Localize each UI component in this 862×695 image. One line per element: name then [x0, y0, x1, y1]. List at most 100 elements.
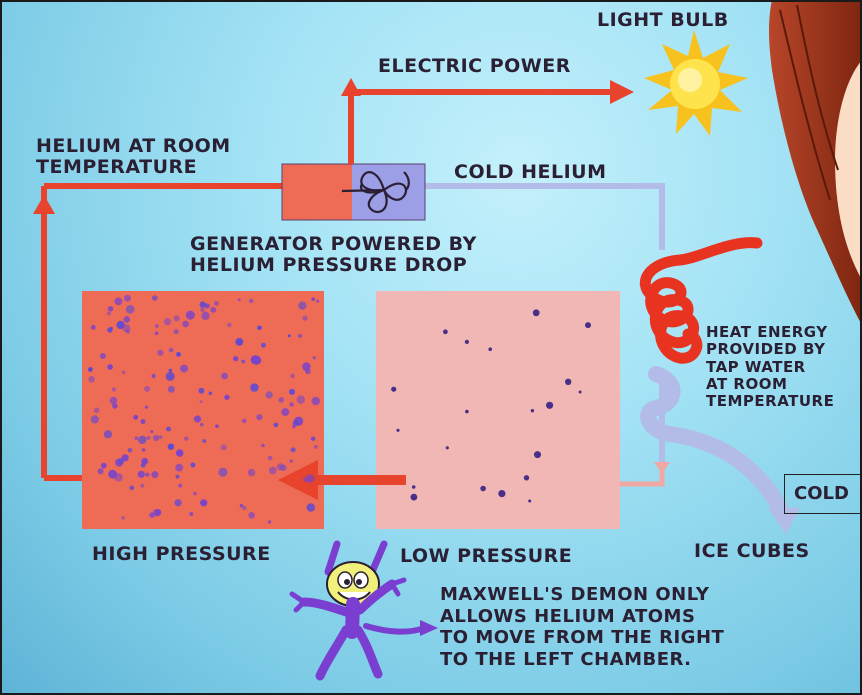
- helium-atom: [224, 394, 230, 400]
- helium-atom: [90, 415, 99, 424]
- maxwells-demon-icon: [289, 540, 438, 681]
- helium-atom: [144, 405, 149, 409]
- helium-atom: [199, 301, 206, 308]
- helium-atom: [227, 322, 232, 328]
- helium-atom: [248, 512, 255, 519]
- helium-atom: [129, 485, 135, 491]
- helium-atom: [310, 436, 316, 441]
- helium-atom: [121, 370, 126, 375]
- helium-atom: [297, 333, 302, 338]
- ice-arrowhead-icon: [768, 508, 800, 534]
- helium-atom: [141, 457, 149, 465]
- helium-atom: [289, 459, 293, 463]
- helium-atom: [146, 436, 151, 440]
- helium-atom: [99, 353, 106, 359]
- cold-helium-label: COLD HELIUM: [454, 161, 607, 183]
- helium-atom: [200, 499, 208, 507]
- demon-caption: MAXWELL'S DEMON ONLY ALLOWS HELIUM ATOMS…: [440, 584, 725, 670]
- helium-atom: [138, 435, 147, 445]
- helium-atom: [267, 455, 273, 461]
- helium-atom: [410, 493, 418, 501]
- helium-atom: [267, 520, 272, 524]
- helium-atom: [290, 447, 296, 453]
- helium-atom: [261, 443, 265, 448]
- helium-atom: [153, 434, 160, 442]
- character-hair: [769, 0, 862, 325]
- high-pressure-atoms: [88, 294, 320, 524]
- high-pressure-label: HIGH PRESSURE: [92, 543, 271, 565]
- left-arrowhead-icon: [278, 460, 318, 500]
- helium-atom: [233, 356, 239, 362]
- helium-atom: [276, 463, 284, 471]
- helium-atom: [220, 444, 227, 451]
- helium-atom: [166, 426, 171, 432]
- helium-atom: [480, 485, 486, 492]
- helium-atom: [235, 338, 244, 346]
- hot-helium-pipe-top: [41, 183, 282, 214]
- helium-atom: [117, 458, 124, 465]
- helium-atom: [247, 468, 256, 477]
- helium-atom: [140, 483, 145, 488]
- low-pressure-atoms: [391, 309, 591, 503]
- helium-atom: [250, 383, 259, 392]
- helium-atom: [488, 347, 493, 352]
- helium-atom: [159, 435, 163, 439]
- helium-atom: [565, 378, 572, 385]
- helium-atom: [305, 474, 315, 483]
- helium-atom: [173, 329, 179, 335]
- helium-atom: [210, 307, 217, 313]
- helium-atom: [202, 439, 207, 443]
- helium-atom: [141, 448, 146, 452]
- helium-atom: [249, 298, 254, 304]
- helium-atom: [124, 294, 131, 302]
- down-arrowhead-icon: [654, 462, 670, 474]
- helium-atom: [312, 356, 316, 360]
- helium-atom: [214, 301, 219, 306]
- helium-atom: [151, 471, 159, 479]
- helium-atom: [90, 325, 96, 330]
- helium-atom: [122, 324, 131, 333]
- helium-atom: [281, 408, 290, 417]
- helium-atom: [173, 315, 180, 322]
- helium-atom: [185, 310, 195, 320]
- helium-atom: [111, 387, 116, 392]
- helium-atom: [215, 424, 219, 429]
- helium-atom: [149, 512, 155, 518]
- helium-atom: [523, 475, 530, 481]
- helium-room-temperature-label: HELIUM AT ROOM TEMPERATURE: [36, 135, 231, 179]
- helium-atom: [125, 304, 135, 314]
- cold-helium-pipe: [425, 183, 665, 250]
- ice-cubes-label: ICE CUBES: [694, 540, 810, 562]
- helium-atom: [302, 362, 311, 371]
- helium-atom: [112, 403, 118, 409]
- fan-icon: [341, 171, 410, 214]
- helium-atom: [121, 516, 125, 520]
- helium-atom: [145, 472, 150, 477]
- helium-atom: [316, 299, 320, 303]
- helium-atom: [302, 315, 308, 321]
- helium-atom: [151, 295, 158, 301]
- generator-label: GENERATOR POWERED BY HELIUM PRESSURE DRO…: [190, 233, 477, 277]
- helium-atom: [498, 490, 506, 498]
- helium-atom: [193, 415, 202, 423]
- helium-atom: [123, 316, 131, 323]
- helium-atom: [296, 395, 305, 404]
- electric-power-arrow: [348, 89, 612, 164]
- up-power-arrowhead-icon: [341, 78, 361, 96]
- helium-atom: [256, 414, 263, 421]
- helium-atom: [165, 371, 175, 381]
- helium-atom: [290, 373, 295, 379]
- helium-atom: [154, 331, 159, 336]
- right-power-arrowhead-icon: [610, 80, 634, 104]
- helium-atom: [257, 325, 262, 331]
- low-pressure-label: LOW PRESSURE: [400, 545, 573, 567]
- helium-atom: [200, 307, 205, 313]
- helium-atom: [289, 388, 295, 395]
- helium-atom: [155, 324, 159, 328]
- transfer-arrow-shaft: [296, 475, 406, 485]
- cold-water-flow: [640, 366, 790, 520]
- helium-atom: [190, 462, 196, 468]
- helium-atom: [144, 385, 151, 392]
- helium-atom: [199, 400, 203, 403]
